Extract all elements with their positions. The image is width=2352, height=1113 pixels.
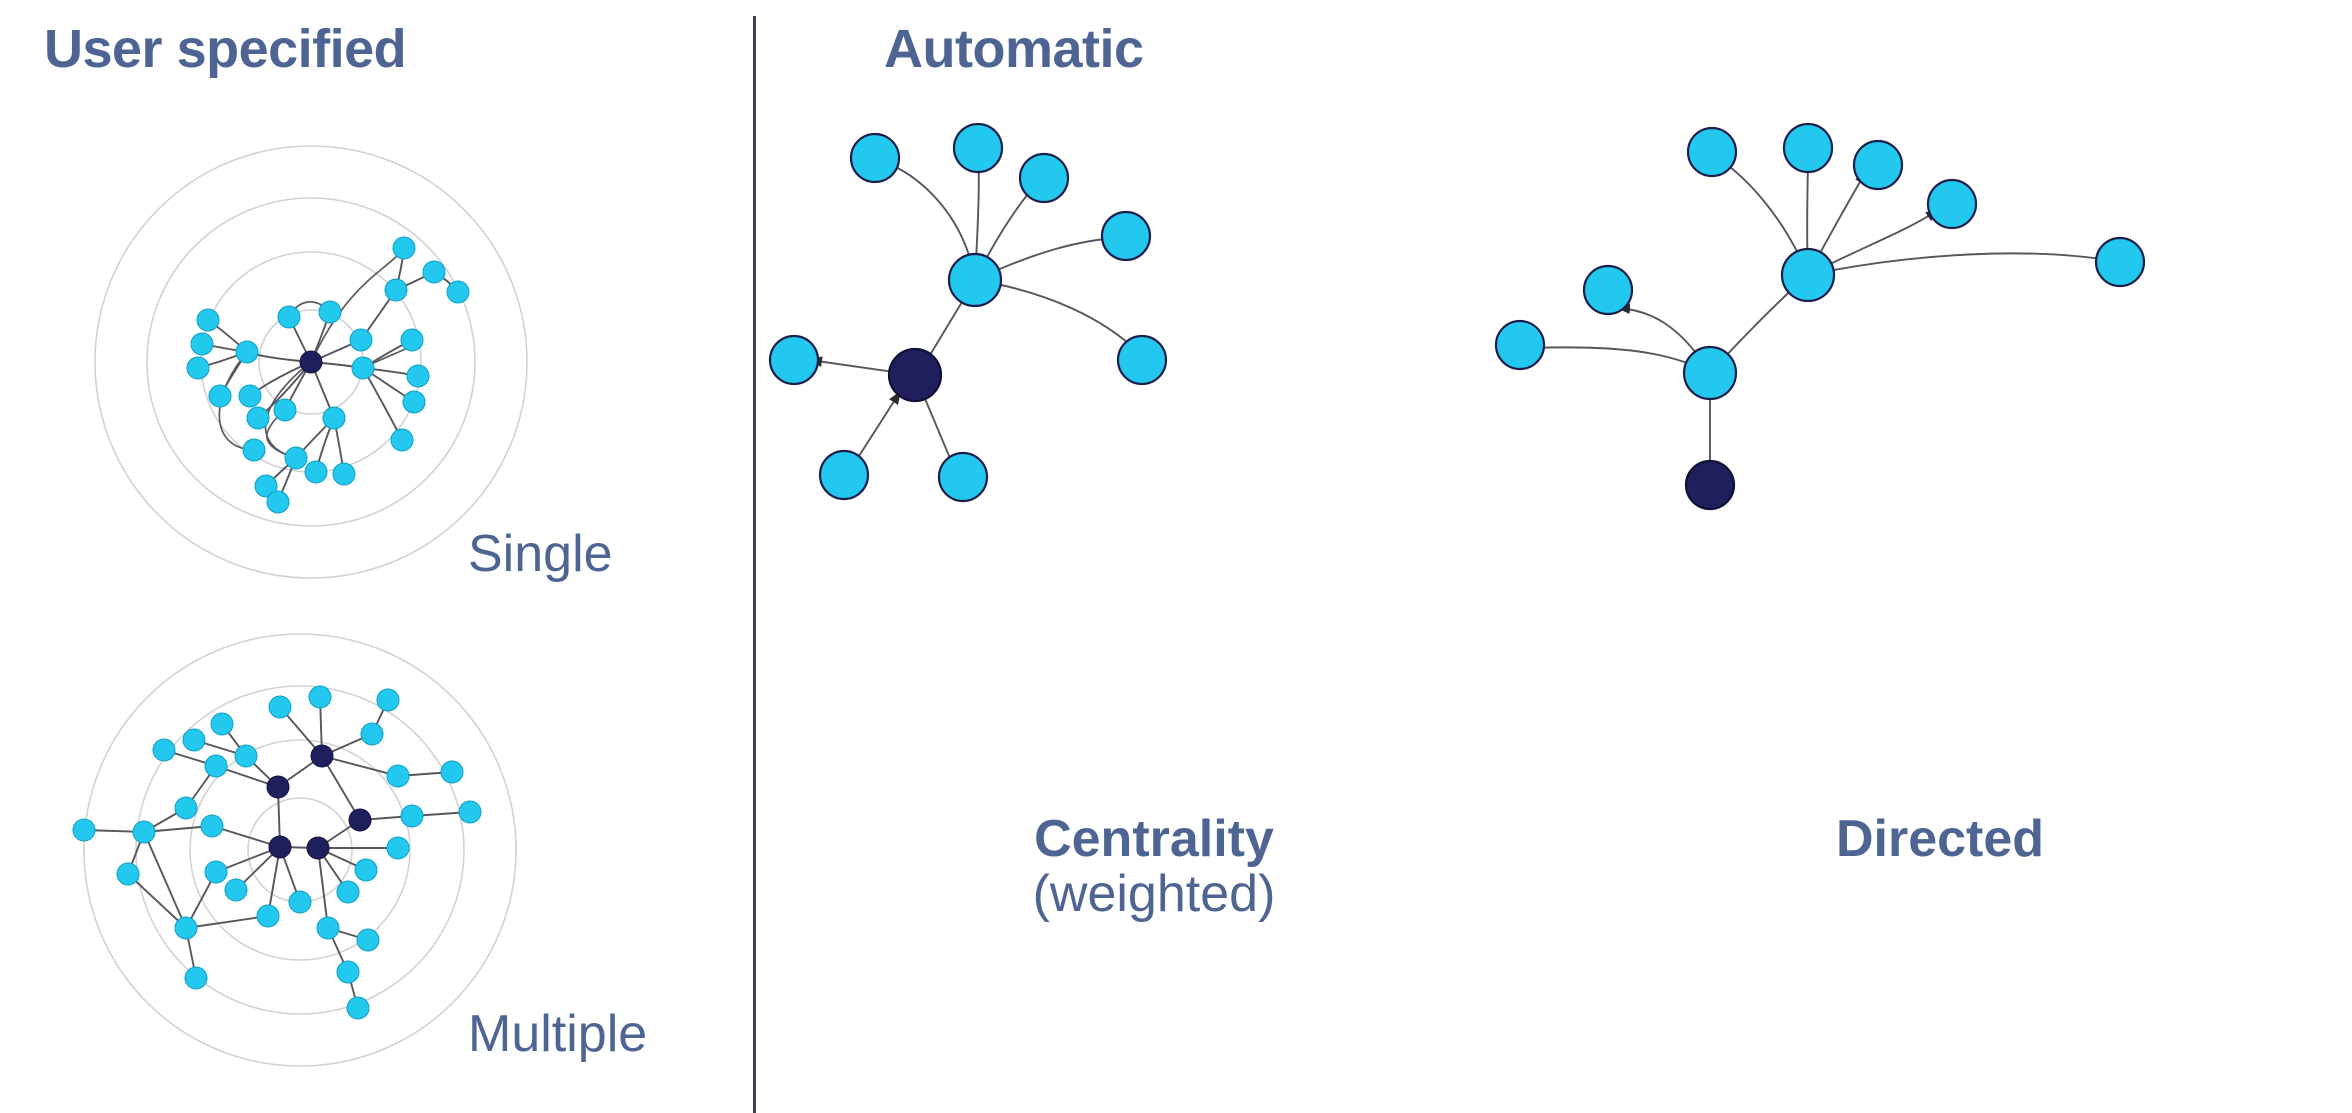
graph-nodes xyxy=(768,122,1168,503)
graph-nodes xyxy=(1494,122,2146,511)
concentric-rings xyxy=(83,633,517,1067)
graph-edges xyxy=(808,146,1139,472)
graph-label-centrality: Centrality(weighted) xyxy=(974,812,1334,921)
graph-nodes xyxy=(72,685,482,1020)
graph-nodes xyxy=(186,236,470,514)
graph-label-centrality-main: Centrality xyxy=(1034,810,1274,868)
graph-label-centrality-sub: (weighted) xyxy=(1032,864,1276,923)
panel-title-user-specified: User specified xyxy=(44,19,407,79)
concentric-rings xyxy=(94,145,528,579)
graph-label-single: Single xyxy=(468,525,613,583)
graph-edges xyxy=(1528,150,2110,485)
graph-centrality xyxy=(768,122,1168,503)
panel-divider xyxy=(753,16,756,1113)
panel-title-automatic: Automatic xyxy=(884,19,1144,79)
graph-directed xyxy=(1494,122,2146,511)
graph-label-directed: Directed xyxy=(1835,810,2045,868)
graph-single xyxy=(94,145,528,579)
graph-multiple xyxy=(72,633,517,1067)
graph-label-multiple: Multiple xyxy=(468,1005,648,1063)
